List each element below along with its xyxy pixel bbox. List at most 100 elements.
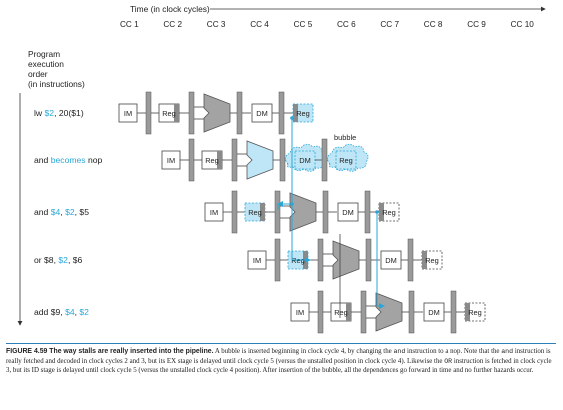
program-order-label: Program execution order (in instructions… <box>28 49 85 89</box>
highlighted-token: $2 <box>79 307 89 317</box>
stage-label: IM <box>124 109 132 118</box>
clock-cycle-labels: CC 1 CC 2 CC 3 CC 4 CC 5 CC 6 CC 7 CC 8 CC 9 CC 1… <box>120 20 534 29</box>
stage-label: Reg <box>425 256 439 265</box>
instruction-token: , $5 <box>75 207 90 217</box>
write-half-shade <box>174 104 179 122</box>
clock-cycle-label: CC 7 <box>380 20 399 29</box>
pipeline-register <box>188 138 195 182</box>
caption-text: instruction to a nop. Note that the <box>405 348 502 355</box>
alu-shape <box>375 292 403 332</box>
clock-cycle-label: CC 10 <box>511 20 535 29</box>
stage-label: DM <box>342 208 354 217</box>
caption-title: FIGURE 4.59 The way stalls are really in… <box>6 348 214 355</box>
figure-caption: FIGURE 4.59 The way stalls are really in… <box>6 343 556 376</box>
instruction-token: , 20($1) <box>54 108 84 118</box>
stage-label: Reg <box>162 109 176 118</box>
alu-shape <box>246 140 274 180</box>
pipeline-register <box>317 290 324 334</box>
order-label-line: (in instructions) <box>28 79 85 89</box>
instruction-label: and $4, $2, $5 <box>34 207 89 217</box>
clock-cycle-label: CC 4 <box>250 20 269 29</box>
pipeline-register <box>279 138 286 182</box>
pipeline-register <box>408 290 415 334</box>
highlighted-token: $2 <box>45 108 55 118</box>
stage-label: IM <box>210 208 218 217</box>
instruction-token: or $8, <box>34 255 58 265</box>
read-half-shade <box>379 203 384 221</box>
highlighted-token: $2 <box>58 255 68 265</box>
pipeline-register <box>360 290 367 334</box>
pipeline-register <box>364 190 371 234</box>
pipeline-register <box>188 91 195 135</box>
caption-text: instruction is really fetched and decode… <box>6 348 551 365</box>
clock-cycle-label: CC 9 <box>467 20 486 29</box>
stage-label: DM <box>256 109 268 118</box>
clock-cycle-label: CC 5 <box>294 20 313 29</box>
stage-label: IM <box>167 156 175 165</box>
pipeline-register <box>321 138 328 182</box>
bubble-label: bubble <box>334 133 356 142</box>
stage-label: Reg <box>339 156 353 165</box>
clock-cycle-label: CC 8 <box>424 20 443 29</box>
alu-shape <box>332 240 360 280</box>
clock-cycle-label: CC 6 <box>337 20 356 29</box>
junction-dot <box>290 202 294 206</box>
instruction-token: and <box>34 207 51 217</box>
order-label-line: order <box>28 69 48 79</box>
stage-label: IM <box>253 256 261 265</box>
pipeline-register <box>236 91 243 135</box>
stage-label: Reg <box>334 308 348 317</box>
instruction-token: and <box>34 155 51 165</box>
highlighted-token: $2 <box>65 207 75 217</box>
stage-label: Reg <box>205 156 219 165</box>
read-half-shade <box>293 104 298 122</box>
pipeline-register <box>145 91 152 135</box>
write-half-shade <box>260 203 265 221</box>
pipeline-register <box>274 238 281 282</box>
clock-cycle-label: CC 2 <box>163 20 182 29</box>
caption-code: and <box>501 348 514 355</box>
read-half-shade <box>465 303 470 321</box>
highlighted-token: $4 <box>51 207 61 217</box>
caption-code: and <box>393 348 406 355</box>
highlighted-token: $4 <box>65 307 75 317</box>
instruction-label: or $8, $2, $6 <box>34 255 82 265</box>
instruction-token: nop <box>86 155 103 165</box>
instruction-token: lw <box>34 108 45 118</box>
read-half-shade <box>422 251 427 269</box>
instruction-token: , $6 <box>68 255 83 265</box>
caption-code: OR <box>444 357 453 365</box>
stage-label: Reg <box>382 208 396 217</box>
instruction-token: , <box>75 307 80 317</box>
junction-dot <box>375 210 379 214</box>
instruction-label: lw $2, 20($1) <box>34 108 84 118</box>
stage-label: Reg <box>468 308 482 317</box>
instruction-token: add $9, <box>34 307 65 317</box>
pipeline-register <box>365 238 372 282</box>
time-axis-label: Time (in clock cycles) <box>130 4 210 14</box>
order-label-line: Program <box>28 49 60 59</box>
forwarding-paths <box>277 116 385 318</box>
instruction-label: add $9, $4, $2 <box>34 307 89 317</box>
stage-label: DM <box>428 308 440 317</box>
clock-cycle-label: CC 1 <box>120 20 139 29</box>
highlighted-token: becomes <box>51 155 86 165</box>
pipeline-register <box>322 190 329 234</box>
instruction-token: , <box>60 207 65 217</box>
pipeline-register <box>231 138 238 182</box>
alu-shape <box>289 192 317 232</box>
instruction-label: and becomes nop <box>34 155 103 165</box>
pipeline-register <box>317 238 324 282</box>
alu-shape <box>203 93 231 133</box>
clock-cycle-label: CC 3 <box>207 20 226 29</box>
stage-label: DM <box>385 256 397 265</box>
pipeline-register <box>231 190 238 234</box>
junction-dot <box>290 116 294 120</box>
write-half-shade <box>346 303 351 321</box>
stage-label: Reg <box>248 208 262 217</box>
